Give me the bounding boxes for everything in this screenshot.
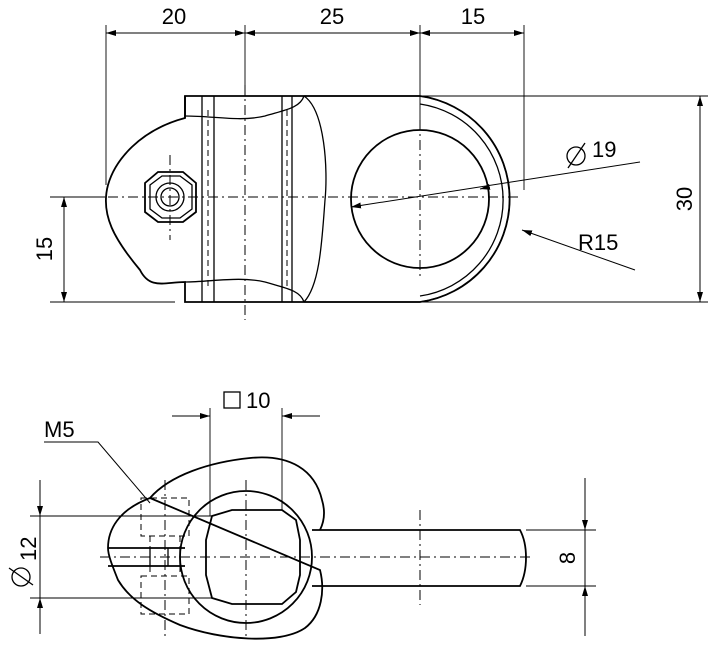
bottom-view: 10 M5 12 8 [8,388,596,640]
diameter-12-label: 12 [8,537,41,587]
boss-curve-bottom [184,278,305,303]
svg-text:12: 12 [16,537,41,561]
svg-text:19: 19 [592,137,616,162]
boss-curve-top [184,95,305,120]
dim-20-label: 20 [162,4,186,29]
dim-15-left-label: 15 [32,237,57,261]
square-10-label: 10 [223,388,270,413]
dim-15-top-label: 15 [461,4,485,29]
thread-m5-label: M5 [44,417,75,442]
bottom-view-outline [107,456,325,640]
hex-nut [144,171,197,223]
dim-30-label: 30 [672,187,697,211]
dim-25-label: 25 [320,4,344,29]
svg-text:10: 10 [246,388,270,413]
flat-tab [312,529,527,587]
diameter-19-label: 19 [566,137,616,169]
dim-8-label: 8 [555,552,580,564]
top-view-outline [104,95,511,303]
radius-15-label: R15 [578,230,618,255]
top-view: 20 25 15 30 15 19 R15 [32,4,708,320]
